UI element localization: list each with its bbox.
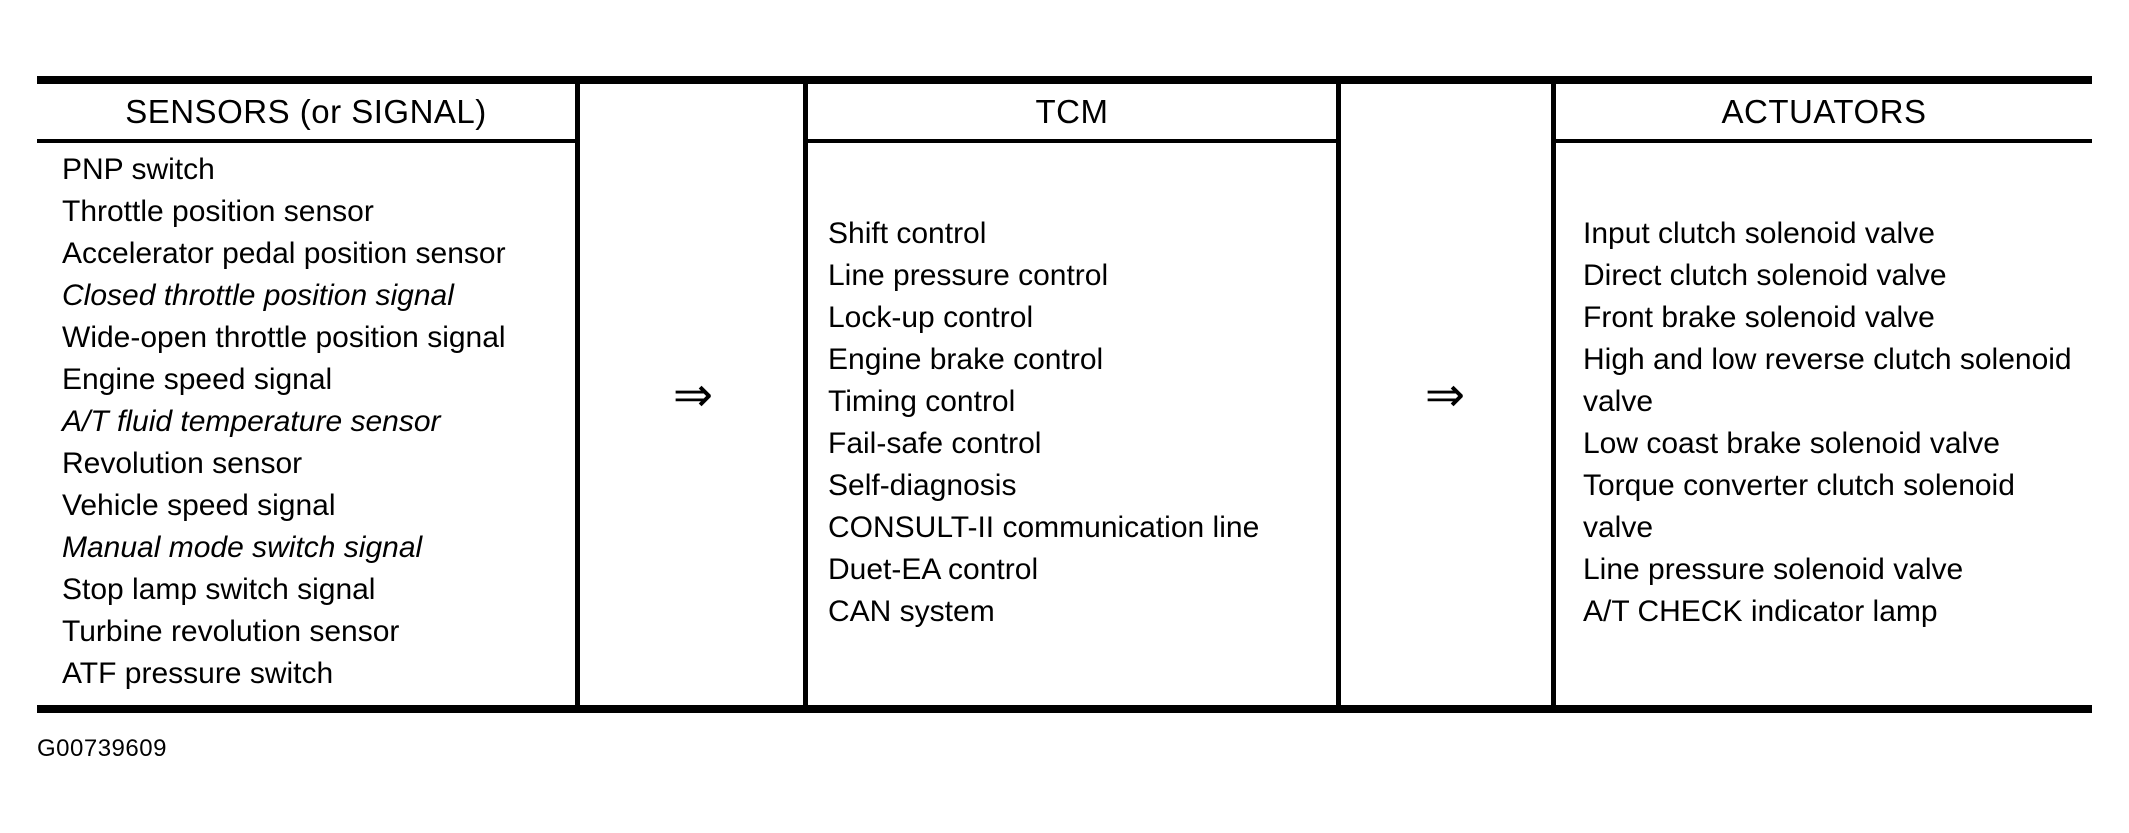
column-divider-arrow-tcm xyxy=(803,76,808,713)
tcm-list-item: Lock-up control xyxy=(828,301,1034,334)
actuator-list-item: Front brake solenoid valve xyxy=(1583,301,1935,334)
actuator-list-item: Input clutch solenoid valve xyxy=(1583,217,1935,250)
sensor-list-item: ATF pressure switch xyxy=(62,657,334,690)
tcm-list-item: CAN system xyxy=(828,595,995,628)
tcm-list-item: CONSULT-II communication line xyxy=(828,511,1260,544)
column-divider-sensors-arrow xyxy=(575,76,580,713)
table-top-border xyxy=(37,76,2092,84)
sensor-list-item: Stop lamp switch signal xyxy=(62,573,376,606)
tcm-list-item: Engine brake control xyxy=(828,343,1104,376)
actuator-list-item: Torque converter clutch solenoid valve xyxy=(1583,469,2015,544)
sensors-header-underline xyxy=(37,139,575,143)
tcm-list-item: Fail-safe control xyxy=(828,427,1042,460)
tcm-list-item: Timing control xyxy=(828,385,1016,418)
table-bottom-border xyxy=(37,705,2092,713)
actuator-list-item: Low coast brake solenoid valve xyxy=(1583,427,2000,460)
actuators-column-header: ACTUATORS xyxy=(1721,92,1927,130)
tcm-list-item: Self-diagnosis xyxy=(828,469,1017,502)
sensor-list-item: Vehicle speed signal xyxy=(62,489,336,522)
sensor-list-item: Closed throttle position signal xyxy=(62,279,454,312)
actuator-list-item: A/T CHECK indicator lamp xyxy=(1583,595,1938,628)
sensor-list-item: A/T fluid temperature sensor xyxy=(62,405,441,438)
column-divider-arrow-actuators xyxy=(1551,76,1556,713)
tcm-list-item: Shift control xyxy=(828,217,987,250)
figure-id: G00739609 xyxy=(37,735,167,762)
actuator-list-item: Line pressure solenoid valve xyxy=(1583,553,1964,586)
column-divider-tcm-arrow xyxy=(1336,76,1341,713)
sensor-list-item: PNP switch xyxy=(62,153,215,186)
actuator-list-item: Direct clutch solenoid valve xyxy=(1583,259,1947,292)
sensor-list-item: Throttle position sensor xyxy=(62,195,374,228)
actuator-list-item: High and low reverse clutch solenoid val… xyxy=(1583,343,2072,418)
sensor-list-item: Revolution sensor xyxy=(62,447,303,480)
tcm-column-header: TCM xyxy=(1035,92,1109,130)
tcm-list-item: Line pressure control xyxy=(828,259,1109,292)
sensor-list-item: Wide-open throttle position signal xyxy=(62,321,506,354)
right-double-arrow-icon: ⇒ xyxy=(672,369,714,422)
sensors-column-header: SENSORS (or SIGNAL) xyxy=(125,92,487,130)
tcm-header-underline xyxy=(808,139,1336,143)
tcm-list-item: Duet-EA control xyxy=(828,553,1039,586)
sensor-list-item: Engine speed signal xyxy=(62,363,333,396)
right-double-arrow-icon: ⇒ xyxy=(1424,369,1466,422)
sensor-list-item: Turbine revolution sensor xyxy=(62,615,400,648)
sensor-list-item: Accelerator pedal position sensor xyxy=(62,237,506,270)
sensor-list-item: Manual mode switch signal xyxy=(62,531,423,564)
actuators-header-underline xyxy=(1556,139,2092,143)
